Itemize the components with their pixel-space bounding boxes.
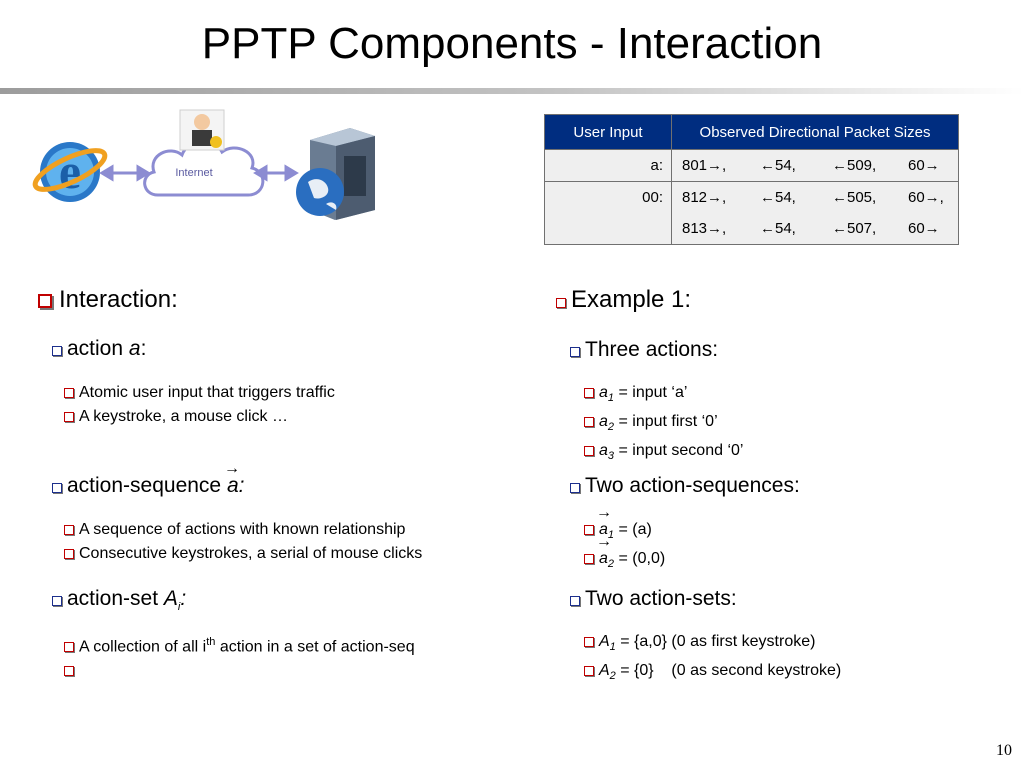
column-header-user-input: User Input <box>544 114 672 150</box>
action-details: Atomic user input that triggers traffic … <box>64 381 335 429</box>
bullet-icon <box>584 666 594 677</box>
list-item: A sequence of actions with known relatio… <box>64 518 422 542</box>
globe-icon <box>296 168 344 216</box>
packet-size: ←54, <box>760 220 796 237</box>
packet-size: 60→ <box>908 220 940 237</box>
bullet-icon <box>52 483 62 493</box>
bullet-icon <box>584 446 594 457</box>
page-number: 10 <box>996 742 1012 759</box>
row-label: a: <box>544 149 672 182</box>
action-sequence-definition: action-sequence →a: <box>52 461 244 498</box>
bullet-icon <box>64 388 74 398</box>
connection-arrow-right <box>253 164 299 182</box>
list-item: a1 = input ‘a’ <box>584 381 743 410</box>
packet-size: 801→, <box>682 157 727 174</box>
packet-size-table: User Input Observed Directional Packet S… <box>544 114 959 245</box>
packet-size: ←505, <box>832 189 877 206</box>
table-row: a: 801→, ←54, ←509, 60→ <box>544 149 959 182</box>
vector-arrow-icon: → <box>596 504 612 521</box>
bullet-icon <box>64 666 74 677</box>
action-set-definition: action-set Ai: <box>52 587 186 613</box>
example-heading: Example 1: <box>556 286 691 314</box>
bullet-icon <box>38 294 52 308</box>
bullet-icon <box>584 637 594 647</box>
cloud-label: Internet <box>175 167 212 179</box>
bullet-icon <box>584 417 594 428</box>
bullet-icon <box>570 483 580 493</box>
two-sets-heading: Two action-sets: <box>570 587 737 611</box>
network-diagram: e Internet <box>32 109 375 220</box>
cloud-icon: Internet <box>143 140 265 197</box>
three-actions-heading: Three actions: <box>570 338 718 362</box>
list-item: A1 = {a,0} (0 as first keystroke) <box>584 630 841 659</box>
vector-arrow-icon: → <box>223 460 240 477</box>
packet-size: ←54, <box>760 189 796 206</box>
server-icon <box>310 128 375 220</box>
list-item <box>64 659 415 683</box>
list-item: →a1 = (a) <box>584 505 665 547</box>
packet-sequence: 801→, ←54, ←509, 60→ <box>671 149 959 182</box>
bullet-icon <box>64 642 74 653</box>
list-item: a2 = input first ‘0’ <box>584 410 743 439</box>
list-item: A keystroke, a mouse click … <box>64 405 335 429</box>
action-definition: action a: <box>52 337 146 361</box>
list-item: A collection of all ith action in a set … <box>64 630 415 659</box>
list-item: Atomic user input that triggers traffic <box>64 381 335 405</box>
list-item: Consecutive keystrokes, a serial of mous… <box>64 542 422 566</box>
bullet-icon <box>570 596 580 606</box>
bullet-icon <box>570 347 580 357</box>
packet-size: ←507, <box>832 220 877 237</box>
packet-size: ←509, <box>832 157 877 174</box>
two-sequences-heading: Two action-sequences: <box>570 474 800 498</box>
packet-size: 60→, <box>908 189 944 206</box>
packet-size: 813→, <box>682 220 727 237</box>
bullet-icon <box>64 412 74 422</box>
interaction-heading: Interaction: <box>38 286 178 314</box>
table-row: 00: 812→, ←54, ←505, 60→, 813→, ←54, ←50… <box>544 181 959 245</box>
bullet-icon <box>584 388 594 398</box>
table-header-row: User Input Observed Directional Packet S… <box>544 114 959 150</box>
vector-arrow-icon: → <box>596 533 612 551</box>
bullet-icon <box>556 298 566 308</box>
packet-size: 812→, <box>682 189 727 206</box>
two-sets-list: A1 = {a,0} (0 as first keystroke) A2 = {… <box>584 630 841 688</box>
bullet-icon <box>64 525 74 535</box>
slide-title: PPTP Components - Interaction <box>201 19 823 68</box>
title-divider <box>0 88 1024 94</box>
bullet-icon <box>52 346 62 356</box>
user-icon <box>179 109 225 151</box>
bullet-icon <box>52 596 62 606</box>
packet-size: ←54, <box>760 157 796 174</box>
two-sequences-list: →a1 = (a) →a2 = (0,0) <box>584 505 665 576</box>
packet-size: 60→ <box>908 157 940 174</box>
bullet-icon <box>64 549 74 559</box>
action-sequence-details: A sequence of actions with known relatio… <box>64 518 422 566</box>
list-item: a3 = input second ‘0’ <box>584 439 743 468</box>
three-actions-list: a1 = input ‘a’ a2 = input first ‘0’ a3 =… <box>584 381 743 469</box>
connection-arrow-left <box>99 164 151 182</box>
bullet-icon <box>584 554 594 565</box>
packet-sequence: 812→, ←54, ←505, 60→, 813→, ←54, ←507, 6… <box>671 181 959 245</box>
column-header-packet-sizes: Observed Directional Packet Sizes <box>671 114 959 150</box>
row-label: 00: <box>544 181 672 245</box>
action-set-details: A collection of all ith action in a set … <box>64 630 415 683</box>
list-item: →a2 = (0,0) <box>584 534 665 576</box>
list-item: A2 = {0} (0 as second keystroke) <box>584 659 841 688</box>
bullet-icon <box>584 525 594 535</box>
browser-icon: e <box>32 142 108 202</box>
